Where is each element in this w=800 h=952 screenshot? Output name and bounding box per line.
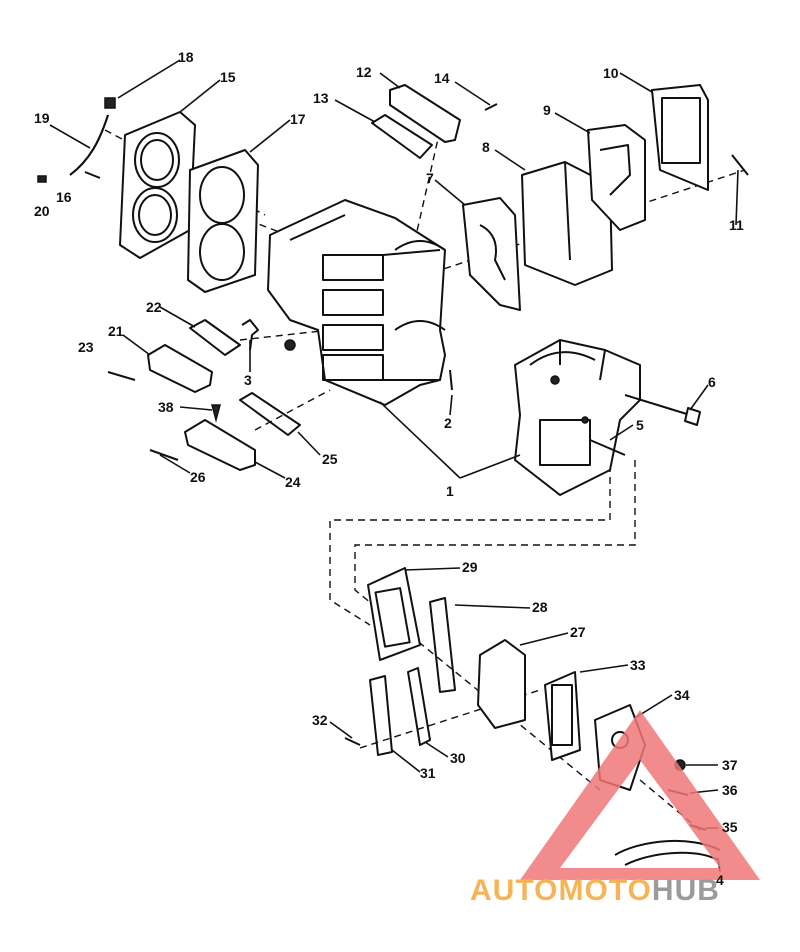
callout-23: 23 bbox=[78, 339, 94, 355]
reed-block-21 bbox=[107, 319, 241, 393]
callout-9: 9 bbox=[543, 102, 551, 118]
callout-21: 21 bbox=[108, 323, 124, 339]
callout-3: 3 bbox=[244, 372, 252, 388]
callout-17: 17 bbox=[290, 111, 306, 127]
callout-31: 31 bbox=[420, 765, 436, 781]
leader-lines bbox=[49, 59, 739, 873]
callout-34: 34 bbox=[674, 687, 690, 703]
bolt-6 bbox=[589, 394, 701, 456]
callout-7: 7 bbox=[426, 170, 434, 186]
callout-28: 28 bbox=[532, 599, 548, 615]
callout-36: 36 bbox=[722, 782, 738, 798]
head-gasket-15 bbox=[119, 111, 196, 259]
callout-18: 18 bbox=[178, 49, 194, 65]
callout-37: 37 bbox=[722, 757, 738, 773]
callout-5: 5 bbox=[636, 417, 644, 433]
callout-6: 6 bbox=[708, 374, 716, 390]
callout-24: 24 bbox=[285, 474, 301, 490]
callout-8: 8 bbox=[482, 139, 490, 155]
svg-text:AUTOMOTOHUB: AUTOMOTOHUB bbox=[470, 874, 720, 907]
callout-35: 35 bbox=[722, 819, 738, 835]
callout-32: 32 bbox=[312, 712, 328, 728]
callout-33: 33 bbox=[630, 657, 646, 673]
reed-block-12 bbox=[371, 84, 461, 159]
head-gasket-17 bbox=[187, 149, 259, 293]
watermark-text-automoto: AUTOMOTO bbox=[470, 874, 652, 907]
fitting-3 bbox=[241, 319, 453, 391]
callout-16: 16 bbox=[56, 189, 72, 205]
callout-27: 27 bbox=[570, 624, 586, 640]
callout-15: 15 bbox=[220, 69, 236, 85]
callout-14: 14 bbox=[434, 70, 450, 86]
callout-22: 22 bbox=[146, 299, 162, 315]
callout-30: 30 bbox=[450, 750, 466, 766]
watermark-text-hub: HUB bbox=[652, 874, 720, 907]
callout-4: 4 bbox=[716, 872, 724, 888]
callout-12: 12 bbox=[356, 64, 372, 80]
cylinder-block bbox=[267, 199, 446, 406]
callout-26: 26 bbox=[190, 469, 206, 485]
callout-10: 10 bbox=[603, 65, 619, 81]
reed-block-24 bbox=[149, 392, 301, 471]
crankcase-half bbox=[514, 339, 641, 496]
callout-25: 25 bbox=[322, 451, 338, 467]
callout-11: 11 bbox=[729, 217, 744, 233]
callout-29: 29 bbox=[462, 559, 478, 575]
callout-20: 20 bbox=[34, 203, 50, 219]
callout-38: 38 bbox=[158, 399, 174, 415]
callout-2: 2 bbox=[444, 415, 452, 431]
callout-13: 13 bbox=[313, 90, 329, 106]
transfer-port-covers bbox=[462, 84, 749, 311]
hose-and-fittings bbox=[37, 97, 116, 183]
watermark-triangle-icon bbox=[520, 710, 760, 880]
callout-19: 19 bbox=[34, 110, 50, 126]
callout-labels: 1 2 3 4 5 6 7 8 9 10 11 12 13 14 15 16 1… bbox=[34, 49, 744, 888]
watermark-logo: AUTOMOTOHUB bbox=[470, 710, 760, 907]
callout-1: 1 bbox=[446, 483, 454, 499]
